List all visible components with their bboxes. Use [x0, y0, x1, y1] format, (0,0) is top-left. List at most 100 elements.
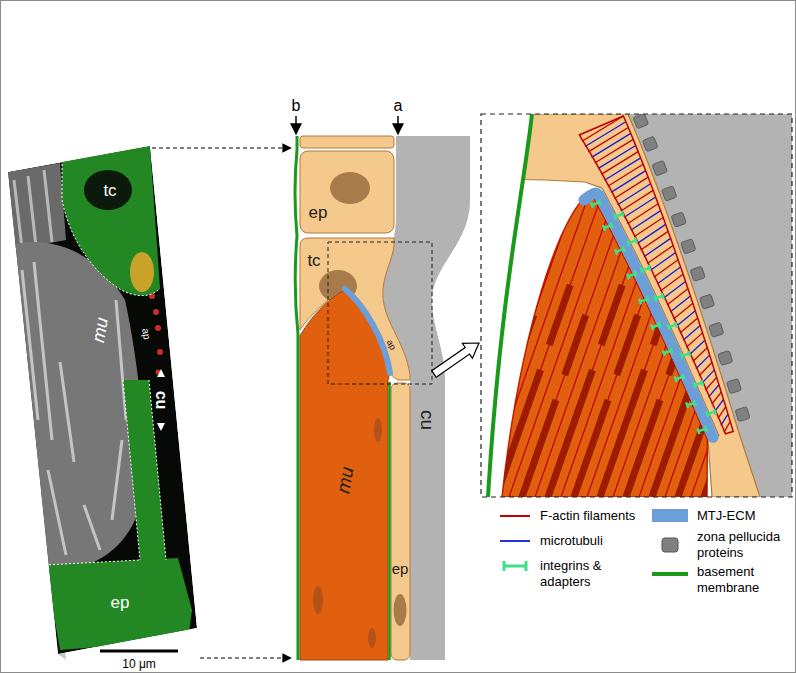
zona-pellucida-protein	[652, 160, 668, 176]
sarcomere-bar	[705, 285, 726, 345]
actin-filament	[667, 289, 688, 305]
inset-frame	[481, 114, 792, 497]
basement-membrane	[488, 114, 532, 497]
legend-line	[500, 540, 530, 542]
integrin-symbol	[686, 400, 695, 408]
zoom-arrow	[432, 343, 479, 377]
actin-filament	[665, 180, 776, 497]
integrin-symbol	[614, 211, 624, 219]
sarcomere-bar	[617, 315, 638, 375]
signal-dot	[149, 293, 155, 299]
actin-filament	[660, 274, 683, 291]
part-label: ep	[392, 561, 409, 576]
actin-filament	[718, 407, 726, 419]
epidermal-cell	[300, 136, 394, 148]
nucleus	[394, 594, 407, 626]
muscle	[300, 290, 390, 660]
integrin-symbol	[668, 322, 677, 330]
actin-filament	[621, 190, 653, 211]
zona-pellucida-protein	[735, 407, 750, 422]
muscle-texture	[8, 163, 66, 250]
legend-label: MTJ-ECM	[697, 508, 789, 524]
sarcomere-bar	[601, 285, 622, 345]
actin-filament	[627, 204, 658, 224]
actin-filament	[639, 180, 750, 497]
inset-ground	[481, 114, 792, 497]
microtubule	[651, 253, 676, 271]
part-label: ap	[140, 328, 152, 341]
integrin-symbol	[651, 322, 660, 330]
muscle-nucleus	[313, 586, 323, 614]
integrin-symbol	[591, 199, 601, 207]
microtubule	[644, 238, 671, 256]
integrin-symbol	[698, 426, 707, 434]
muscle-striation	[22, 262, 126, 555]
tendon-cell-signal	[62, 146, 160, 296]
marker-triangle	[157, 423, 165, 431]
sarcomere-bar	[757, 285, 778, 345]
microtubule	[631, 211, 661, 231]
marker-triangle	[157, 369, 165, 377]
scale-bar	[100, 650, 178, 653]
zona-pellucida-protein	[709, 322, 724, 337]
microtubule	[715, 400, 724, 412]
muscle-nucleus	[374, 418, 382, 442]
muscle-nucleus	[368, 628, 376, 648]
zona-pellucida-protein	[699, 294, 714, 309]
zona-pellucida-protein	[690, 266, 705, 281]
microtubule	[677, 311, 696, 326]
integrin-symbol	[615, 246, 625, 254]
legend-swatch	[662, 538, 678, 552]
sarcomere-bar	[513, 315, 534, 375]
zona-pellucida-protein	[633, 114, 649, 129]
actin-filament	[705, 377, 716, 390]
cell-outline	[45, 160, 166, 565]
part-label: tc	[307, 252, 320, 269]
integrin-symbol	[627, 238, 637, 246]
actin-filament	[634, 217, 663, 236]
basement-membrane	[295, 136, 298, 660]
zona-pellucida-protein	[671, 212, 686, 227]
view-marker: b	[292, 98, 301, 114]
microtubule	[585, 122, 626, 147]
actin-filament	[582, 116, 623, 141]
muscle-striation	[14, 170, 52, 248]
integrin-symbol	[603, 222, 613, 230]
actin-filament	[712, 392, 722, 404]
integrin-symbol	[627, 271, 637, 279]
part-label: ep	[111, 594, 130, 611]
actin-filament	[673, 303, 692, 319]
part-label: ep	[309, 204, 328, 221]
legend-symbol	[504, 561, 526, 571]
integrin-symbol	[641, 265, 651, 273]
cuticle	[383, 136, 470, 660]
microtubule	[618, 184, 651, 205]
overlap-signal	[130, 252, 154, 292]
signal-dot	[155, 325, 161, 331]
part-label: cu	[153, 391, 169, 410]
integrin-symbol	[675, 374, 684, 382]
zona-pellucida-protein	[718, 350, 733, 365]
legend-label: F-actin filaments	[540, 508, 645, 524]
micrograph	[8, 146, 197, 654]
legend-label: zona pellucida proteins	[697, 529, 789, 561]
part-label: ap	[385, 338, 398, 351]
microtubule	[592, 133, 631, 157]
basement-membrane	[388, 382, 391, 660]
muscle-filaments	[481, 180, 792, 497]
zoom-arrow	[152, 147, 291, 148]
actin-filament	[717, 180, 792, 497]
nucleus	[84, 170, 132, 210]
legend-label: basement membrane	[697, 564, 789, 596]
mtj-ecm	[345, 289, 390, 373]
epidermal-cell	[300, 151, 394, 233]
zoom-frame	[328, 242, 432, 384]
integrins	[591, 199, 716, 434]
actin-filament	[647, 245, 673, 263]
zoom-arrow	[200, 657, 291, 658]
integrin-symbol	[694, 380, 703, 388]
part-label: cu	[418, 410, 437, 430]
